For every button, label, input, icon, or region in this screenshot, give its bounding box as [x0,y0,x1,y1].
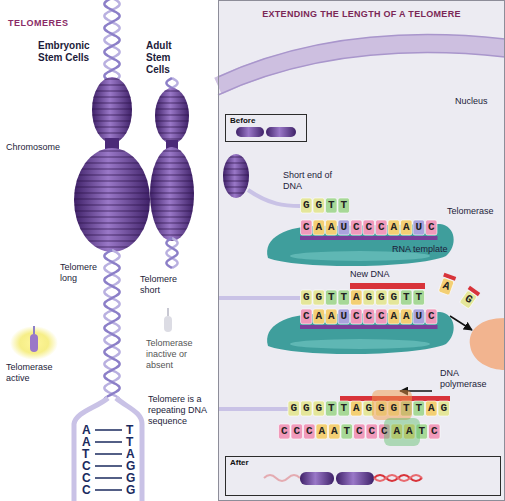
telomere-panel-ground [218,0,505,501]
dna-ladder [116,398,142,501]
embryonic-chromosome [104,250,119,402]
new-dna-bar [350,283,425,289]
dna-ladder [95,429,122,431]
before-chromosome [236,127,264,137]
part-label: Telomerase [447,206,494,217]
base-letter: G [126,460,135,472]
part-label: Nucleus [455,96,488,107]
note-label: Telomere is a repeating DNA sequence [148,394,214,426]
adult-chromosome [166,238,177,268]
telomerase-active-icon [10,326,58,360]
panel-heading: EXTENDING THE LENGTH OF A TELOMERE [223,9,500,19]
telomerase-inactive-icon [164,316,172,332]
telomerase-active-icon [10,326,58,360]
telomere-panel-ground [218,44,505,86]
base-letter: T [126,424,133,436]
base-sequence: GGTT [303,198,353,213]
dna-ladder [95,465,122,467]
base-sequence: CCCAATCCCAATC [281,424,444,439]
base-letter: T [126,436,133,448]
adult-chromosome [155,88,189,144]
part-label: Short end of DNA [283,170,343,192]
dna-ladder [74,398,108,501]
adult-chromosome [150,147,194,241]
before-chromosome [236,127,296,137]
embryonic-chromosome [74,148,150,252]
chromosome-end [218,296,300,300]
part-label: Telomerase inactive or absent [146,338,210,370]
base-letter: G [126,472,135,484]
base-letter: C [82,460,91,472]
part-label: DNA polymerase [440,368,496,390]
box-label: After [230,458,496,467]
base-letter: C [82,484,91,496]
dna-ladder [95,453,122,455]
part-label: Chromosome [6,142,60,153]
telomere-panel-ground [218,53,505,95]
part-label: Telomere long [60,262,102,284]
base-letter: C [82,472,91,484]
embryonic-chromosome [92,77,132,143]
embryonic-chromosome [74,148,150,252]
base-letter: A [126,448,135,460]
base-sequence: CAAUCCCAAUC [303,309,441,324]
dna-ladder [95,489,122,491]
box-label: Before [230,116,302,125]
telomerase-inactive-icon [164,308,172,332]
adult-chromosome [150,78,194,268]
after-box: After [225,456,501,496]
after-chromosome [264,472,422,485]
part-label: Telomere short [140,274,186,296]
dna-polymerase-enzyme [470,318,505,370]
embryonic-chromosome [104,0,119,80]
dna-ladder [95,441,122,443]
after-chromosome [264,475,300,481]
adult-chromosome [150,147,194,241]
dna-ladder [95,477,122,479]
part-label: Telomerase active [6,362,64,384]
embryonic-chromosome [92,77,132,143]
chromosome-end [223,154,249,198]
before-box: Before [225,114,307,142]
telomerase-enzyme [290,339,430,349]
base-letter: A [82,436,91,448]
dna-ladder [74,398,142,501]
telomere-panel-ground [218,0,505,501]
panel-title: TELOMERES [8,18,69,29]
chromosome-end [248,190,300,206]
telomerase-active-icon [33,326,35,334]
chromosome-end [218,407,288,411]
after-chromosome [374,475,422,481]
base-cells [279,198,478,439]
telomerase-enzyme [300,236,438,240]
cell-type-label: Embryonic Stem Cells [38,40,98,64]
base-letter: A [82,424,91,436]
after-chromosome [374,475,422,481]
base-sequence: GGGTTAGGGTTAG [290,401,453,416]
part-label: New DNA [350,269,390,280]
dna-polymerase-enzyme [450,316,472,330]
chromosome-end [223,154,249,198]
telomerase-active-icon [30,334,38,352]
telomerase-inactive-icon [167,308,169,316]
telomerase-enzyme [300,325,438,329]
base-letter: G [126,484,135,496]
base-sequence: GGTTAGGGTT [303,290,428,305]
part-label: RNA template [392,244,448,255]
after-chromosome [300,472,334,485]
base-sequence: CAAUCCCAAUC [303,220,441,235]
embryonic-chromosome [104,0,119,80]
adult-chromosome [166,238,177,268]
before-chromosome [266,127,296,137]
embryonic-chromosome [104,250,119,402]
adult-chromosome [155,88,189,144]
chromosome-end [218,154,300,409]
after-chromosome [336,472,374,485]
dna-polymerase-enzyme [400,316,505,391]
polymerase-overlay [372,390,420,446]
base-letter: T [82,448,89,460]
cell-type-label: Adult Stem Cells [146,40,190,76]
